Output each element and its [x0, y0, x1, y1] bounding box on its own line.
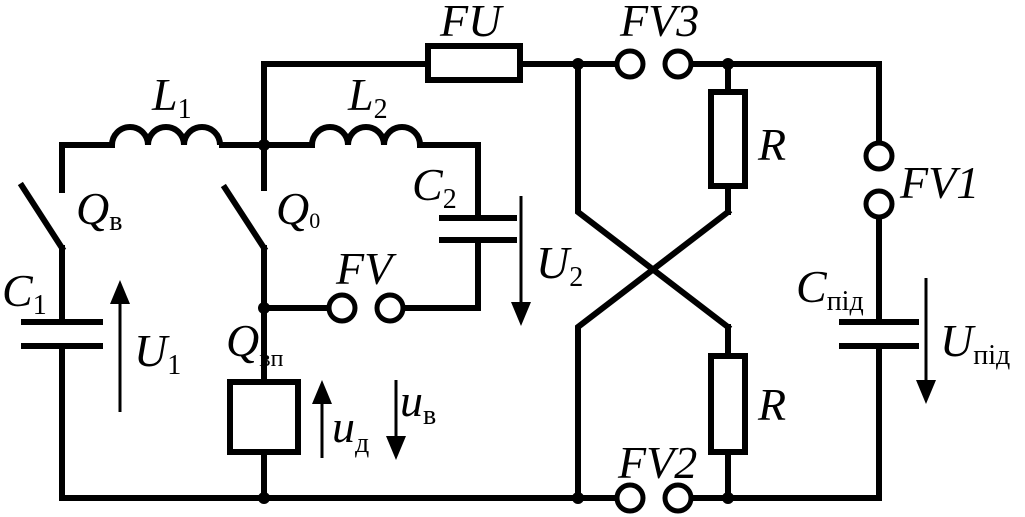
resistor-r-upper	[708, 89, 748, 189]
inductor-l1	[109, 124, 223, 146]
wire-fv3-right	[691, 61, 882, 143]
junction-dot	[258, 302, 270, 314]
voltage-arrow-upid	[916, 278, 936, 404]
label-c2: C2	[412, 159, 457, 215]
label-r-lower: R	[757, 379, 786, 430]
voltage-arrow-ud	[312, 380, 332, 458]
inductor-l2	[309, 124, 423, 146]
label-upid: Uпід	[940, 315, 1010, 371]
resistor-r-lower	[708, 353, 748, 455]
label-fu: FU	[439, 0, 504, 46]
fuse-fu	[425, 43, 523, 83]
wire-l2-c2	[417, 142, 481, 221]
junction-dot	[258, 139, 270, 151]
label-u2: U2	[536, 237, 583, 293]
spark-gap-fv1	[863, 140, 895, 220]
capacitor-cpid	[839, 319, 919, 349]
wire-c2-down	[401, 237, 481, 311]
label-fv2: FV2	[617, 437, 697, 488]
spark-gap-fv	[326, 292, 406, 324]
label-l2: L2	[347, 69, 388, 125]
spark-gap-fv3	[614, 48, 694, 80]
label-fv3: FV3	[619, 0, 699, 46]
wire-q0-blade	[220, 183, 269, 253]
label-qvp: Qвп	[226, 315, 284, 372]
label-ud: uд	[332, 401, 369, 459]
junction-dot	[722, 58, 734, 70]
label-cpid: Cпід	[796, 261, 864, 317]
wire-qv-switch	[17, 181, 67, 253]
label-l1: L1	[151, 69, 192, 125]
spark-gap-fv2	[614, 482, 694, 514]
voltage-arrow-u1	[110, 280, 130, 412]
label-uv: uв	[400, 375, 436, 431]
voltage-arrow-uv	[386, 380, 406, 460]
device-qvp	[227, 379, 301, 455]
label-c1: C1	[2, 265, 47, 321]
label-r-upper: R	[757, 119, 786, 170]
label-qv: Qв	[76, 183, 122, 237]
wire-bottom	[59, 345, 615, 501]
junctions	[258, 58, 734, 504]
label-q0: Q0	[276, 183, 320, 234]
voltage-arrow-u2	[511, 196, 531, 326]
capacitor-c2	[439, 215, 517, 243]
capacitor-c1	[21, 319, 103, 349]
wire-right-rail-lower	[691, 345, 882, 501]
junction-dot	[572, 492, 584, 504]
wire-bridge-left	[575, 61, 733, 332]
label-u1: U1	[134, 325, 181, 381]
label-fv: FV	[335, 243, 397, 294]
label-fv1: FV1	[899, 157, 979, 208]
junction-dot	[258, 492, 270, 504]
wire-qv-top	[59, 142, 115, 193]
junction-dot	[722, 492, 734, 504]
junction-dot	[572, 58, 584, 70]
wire-bridge-cross	[575, 207, 733, 501]
wire-top-left	[261, 61, 428, 148]
wires	[17, 61, 882, 501]
